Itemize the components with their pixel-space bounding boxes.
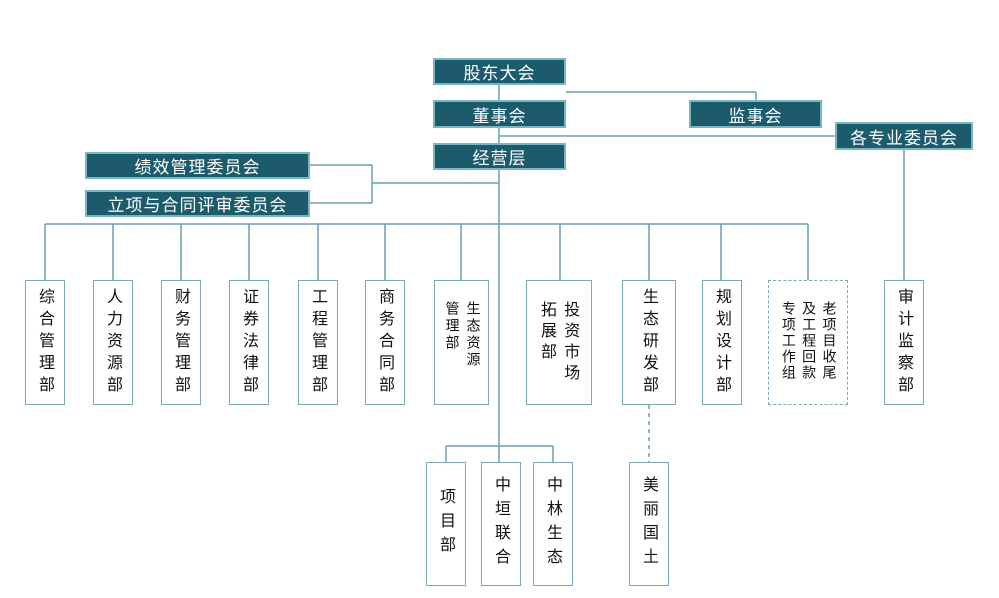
dept-securities-legal: 证券法律部 bbox=[229, 280, 269, 405]
sub-unit-label: 中垣联合 bbox=[492, 476, 511, 572]
special-committees-label: 各专业委员会 bbox=[850, 128, 958, 149]
sub-unit-label: 项目部 bbox=[437, 488, 456, 560]
board-of-directors-label: 董事会 bbox=[472, 106, 527, 127]
dept-label: 生态研发部 bbox=[640, 287, 659, 398]
dept-label: 人力资源部 bbox=[104, 287, 123, 398]
sub-project-department: 项目部 bbox=[426, 462, 466, 586]
management-box: 经营层 bbox=[433, 143, 566, 170]
dept-label: 财务管理部 bbox=[172, 287, 191, 398]
sub-zhonglin-shengtai: 中林生态 bbox=[533, 462, 573, 586]
special-committees-box: 各专业委员会 bbox=[835, 122, 973, 150]
dept-label: 证券法律部 bbox=[240, 287, 259, 398]
dept-label: 老项目收尾及工程回款专项工作组 bbox=[779, 300, 837, 381]
board-of-supervisors-box: 监事会 bbox=[689, 100, 822, 128]
dept-label: 工程管理部 bbox=[309, 287, 328, 398]
dept-ecological-rd: 生态研发部 bbox=[622, 280, 676, 405]
contract-review-committee-box: 立项与合同评审委员会 bbox=[85, 190, 310, 217]
dept-label: 规划设计部 bbox=[713, 287, 732, 398]
board-of-directors-box: 董事会 bbox=[433, 100, 566, 128]
dept-human-resources: 人力资源部 bbox=[93, 280, 133, 405]
sub-meili-guotu: 美丽国土 bbox=[629, 462, 669, 586]
dept-label: 商务合同部 bbox=[376, 287, 395, 398]
dept-label: 投资市场拓展部 bbox=[538, 300, 581, 385]
dept-engineering: 工程管理部 bbox=[298, 280, 338, 405]
dept-finance: 财务管理部 bbox=[161, 280, 201, 405]
performance-committee-box: 绩效管理委员会 bbox=[85, 152, 310, 179]
performance-committee-label: 绩效管理委员会 bbox=[134, 158, 261, 178]
dept-audit-supervision: 审计监察部 bbox=[884, 280, 924, 405]
dept-general-management: 综合管理部 bbox=[25, 280, 65, 405]
management-label: 经营层 bbox=[472, 149, 527, 169]
dept-investment-market: 投资市场拓展部 bbox=[526, 280, 592, 405]
shareholders-meeting-box: 股东大会 bbox=[433, 58, 566, 85]
shareholders-meeting-label: 股东大会 bbox=[463, 64, 536, 84]
dept-business-contracts: 商务合同部 bbox=[365, 280, 405, 405]
board-of-supervisors-label: 监事会 bbox=[728, 106, 783, 127]
dept-planning-design: 规划设计部 bbox=[702, 280, 742, 405]
dept-ecological-resources: 生态资源管理部 bbox=[434, 280, 489, 405]
dept-label: 审计监察部 bbox=[895, 287, 914, 398]
sub-zhongyuan-lianhe: 中垣联合 bbox=[481, 462, 521, 586]
dept-label: 综合管理部 bbox=[36, 287, 55, 398]
contract-review-committee-label: 立项与合同评审委员会 bbox=[107, 196, 288, 216]
dept-label: 生态资源管理部 bbox=[443, 300, 481, 369]
sub-unit-label: 中林生态 bbox=[544, 476, 563, 572]
legacy-project-taskforce: 老项目收尾及工程回款专项工作组 bbox=[768, 280, 848, 405]
sub-unit-label: 美丽国土 bbox=[640, 476, 659, 572]
